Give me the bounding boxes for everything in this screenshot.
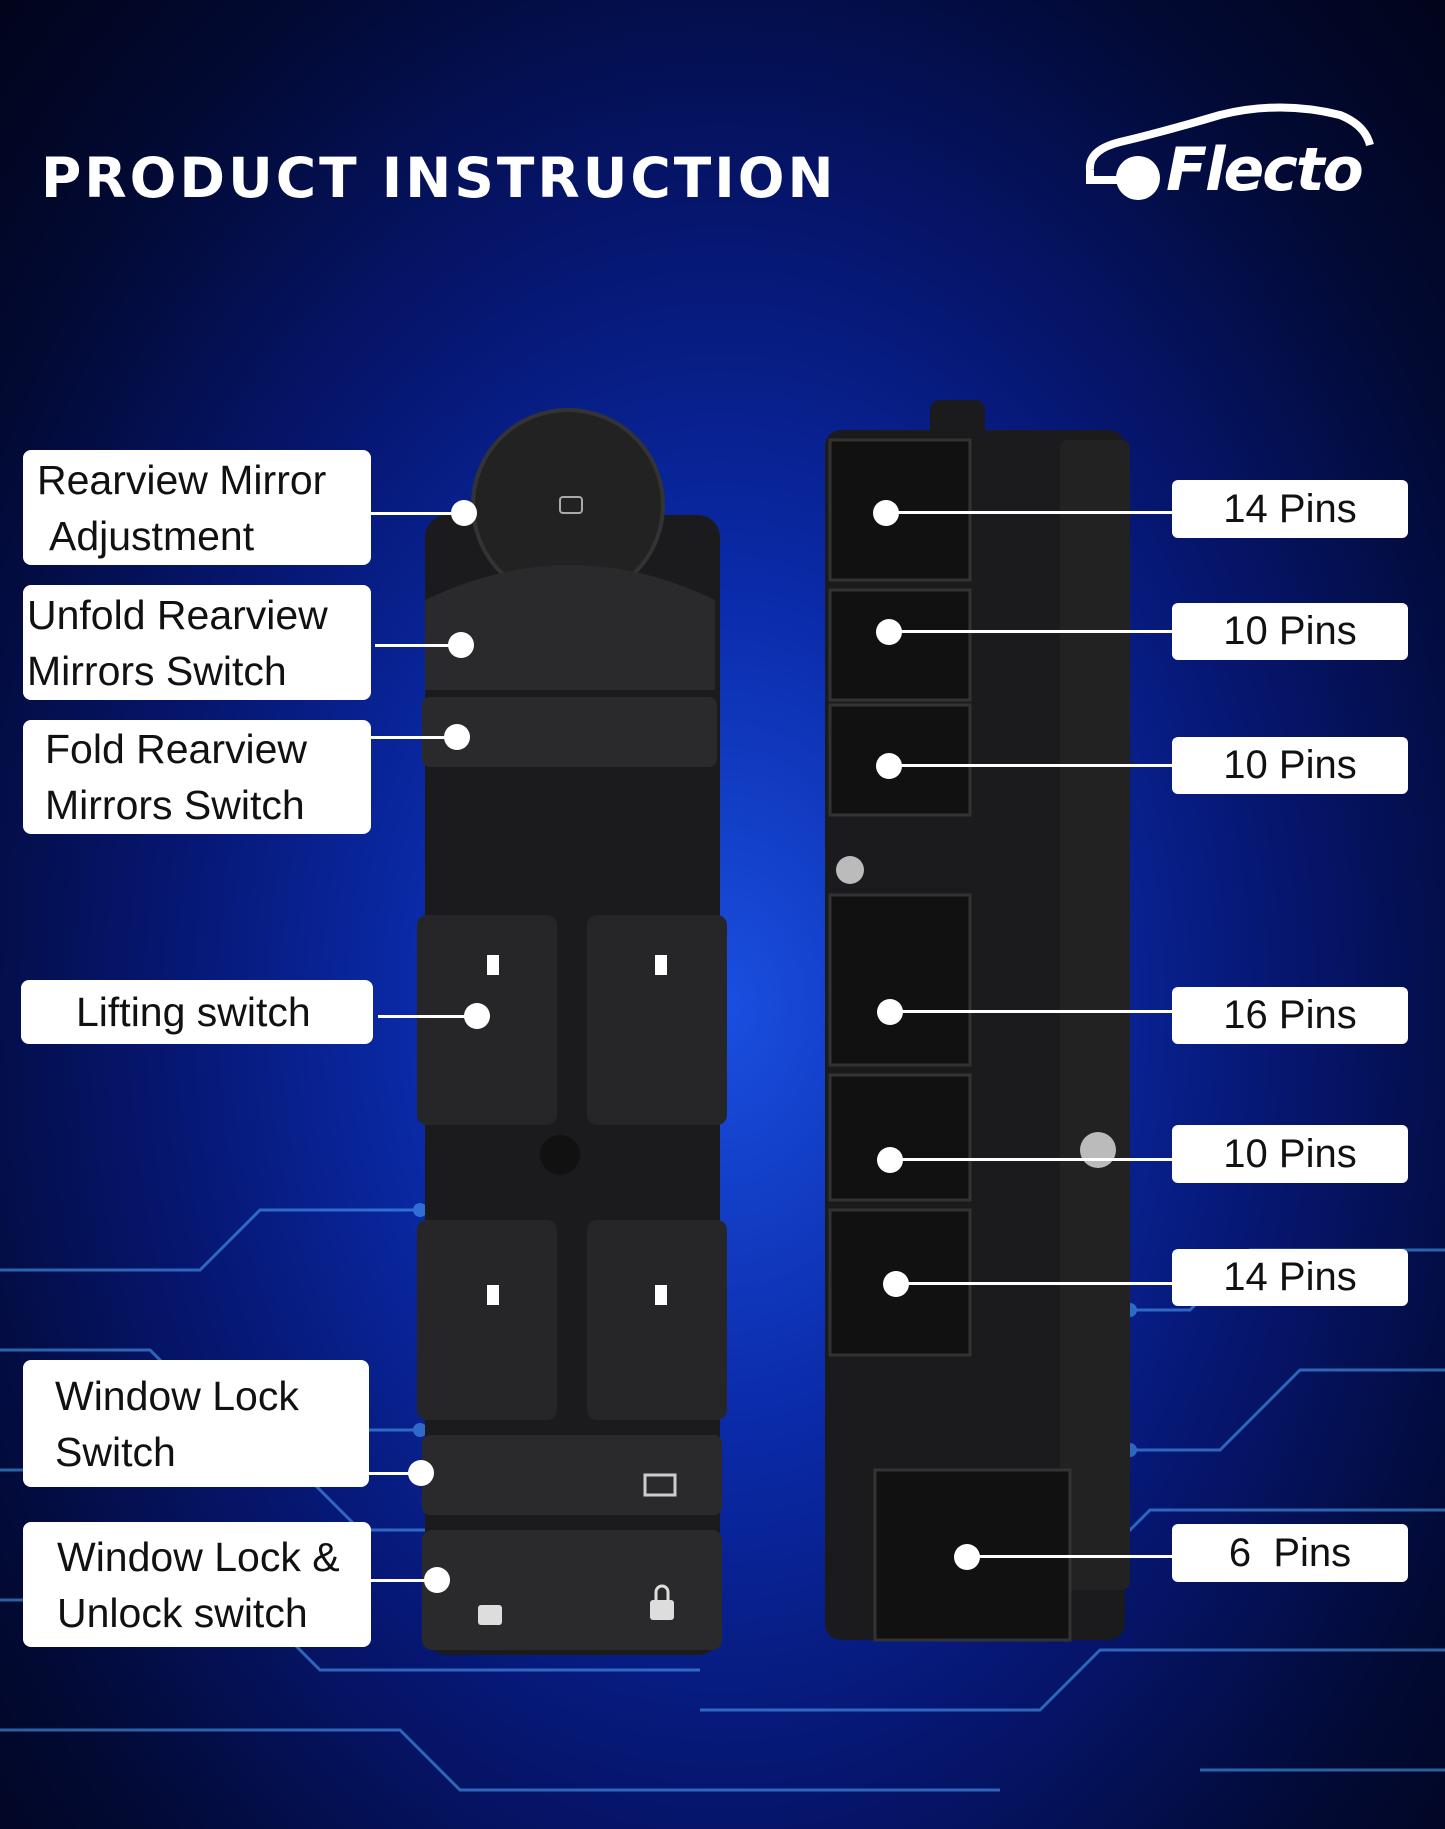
pin-label: 16 Pins xyxy=(1172,987,1408,1044)
label-window-lock-switch: Window Lock Switch xyxy=(23,1360,369,1487)
callout-line xyxy=(896,1282,1172,1285)
callout-dot xyxy=(954,1544,980,1570)
callout-line xyxy=(889,764,1172,767)
label-rearview-mirror-adjustment: Rearview Mirror Adjustment xyxy=(23,450,371,565)
label-line: Fold Rearview xyxy=(45,726,308,772)
label-window-lock-unlock-switch: Window Lock & Unlock switch xyxy=(23,1522,371,1647)
label-line: Window Lock xyxy=(55,1372,299,1419)
callout-line xyxy=(371,512,464,515)
brand-name: Flecto xyxy=(1166,135,1364,205)
callout-dot xyxy=(448,632,474,658)
pin-label: 10 Pins xyxy=(1172,1125,1408,1183)
callout-line xyxy=(967,1555,1172,1558)
label-line: Unlock switch xyxy=(57,1589,308,1636)
label-line: Switch xyxy=(55,1428,176,1475)
label-unfold-mirrors-switch: Unfold Rearview Mirrors Switch xyxy=(23,585,371,700)
pin-label: 14 Pins xyxy=(1172,1249,1408,1306)
label-line: Mirrors Switch xyxy=(27,647,287,694)
brand-logo-car-icon xyxy=(1085,103,1374,200)
callout-dot xyxy=(444,724,470,750)
label-line: Adjustment xyxy=(49,512,255,559)
pin-label: 10 Pins xyxy=(1172,603,1408,660)
label-lifting-switch: Lifting switch xyxy=(21,980,373,1044)
label-line: Window Lock & xyxy=(57,1533,340,1580)
callout-line xyxy=(890,1158,1172,1161)
callout-line xyxy=(371,736,457,739)
callout-line xyxy=(886,511,1172,514)
callout-dot xyxy=(451,500,477,526)
callout-line xyxy=(889,630,1172,633)
label-line: Unfold Rearview xyxy=(27,591,328,638)
callout-line xyxy=(369,1472,421,1475)
callout-dot xyxy=(876,619,902,645)
callout-dot xyxy=(464,1003,490,1029)
callout-dot xyxy=(876,753,902,779)
pin-label: 10 Pins xyxy=(1172,737,1408,794)
callout-dot xyxy=(873,500,899,526)
callout-dot xyxy=(877,999,903,1025)
pin-label: 14 Pins xyxy=(1172,480,1408,538)
label-line: Rearview Mirror xyxy=(37,456,327,503)
label-fold-mirrors-switch: Fold Rearview Mirrors Switch xyxy=(23,720,371,834)
callout-line xyxy=(375,644,461,647)
callout-dot xyxy=(883,1271,909,1297)
callout-line xyxy=(371,1579,437,1582)
label-line: Mirrors Switch xyxy=(45,782,305,828)
connector-module xyxy=(825,400,1130,1642)
callout-line xyxy=(378,1015,477,1018)
window-switch-panel xyxy=(417,408,727,1655)
pin-label: 6 Pins xyxy=(1172,1524,1408,1582)
label-line: Lifting switch xyxy=(76,989,311,1035)
callout-dot xyxy=(877,1147,903,1173)
callout-dot xyxy=(408,1460,434,1486)
callout-line xyxy=(890,1010,1172,1013)
callout-dot xyxy=(424,1567,450,1593)
page-title: PRODUCT INSTRUCTION xyxy=(41,146,837,210)
